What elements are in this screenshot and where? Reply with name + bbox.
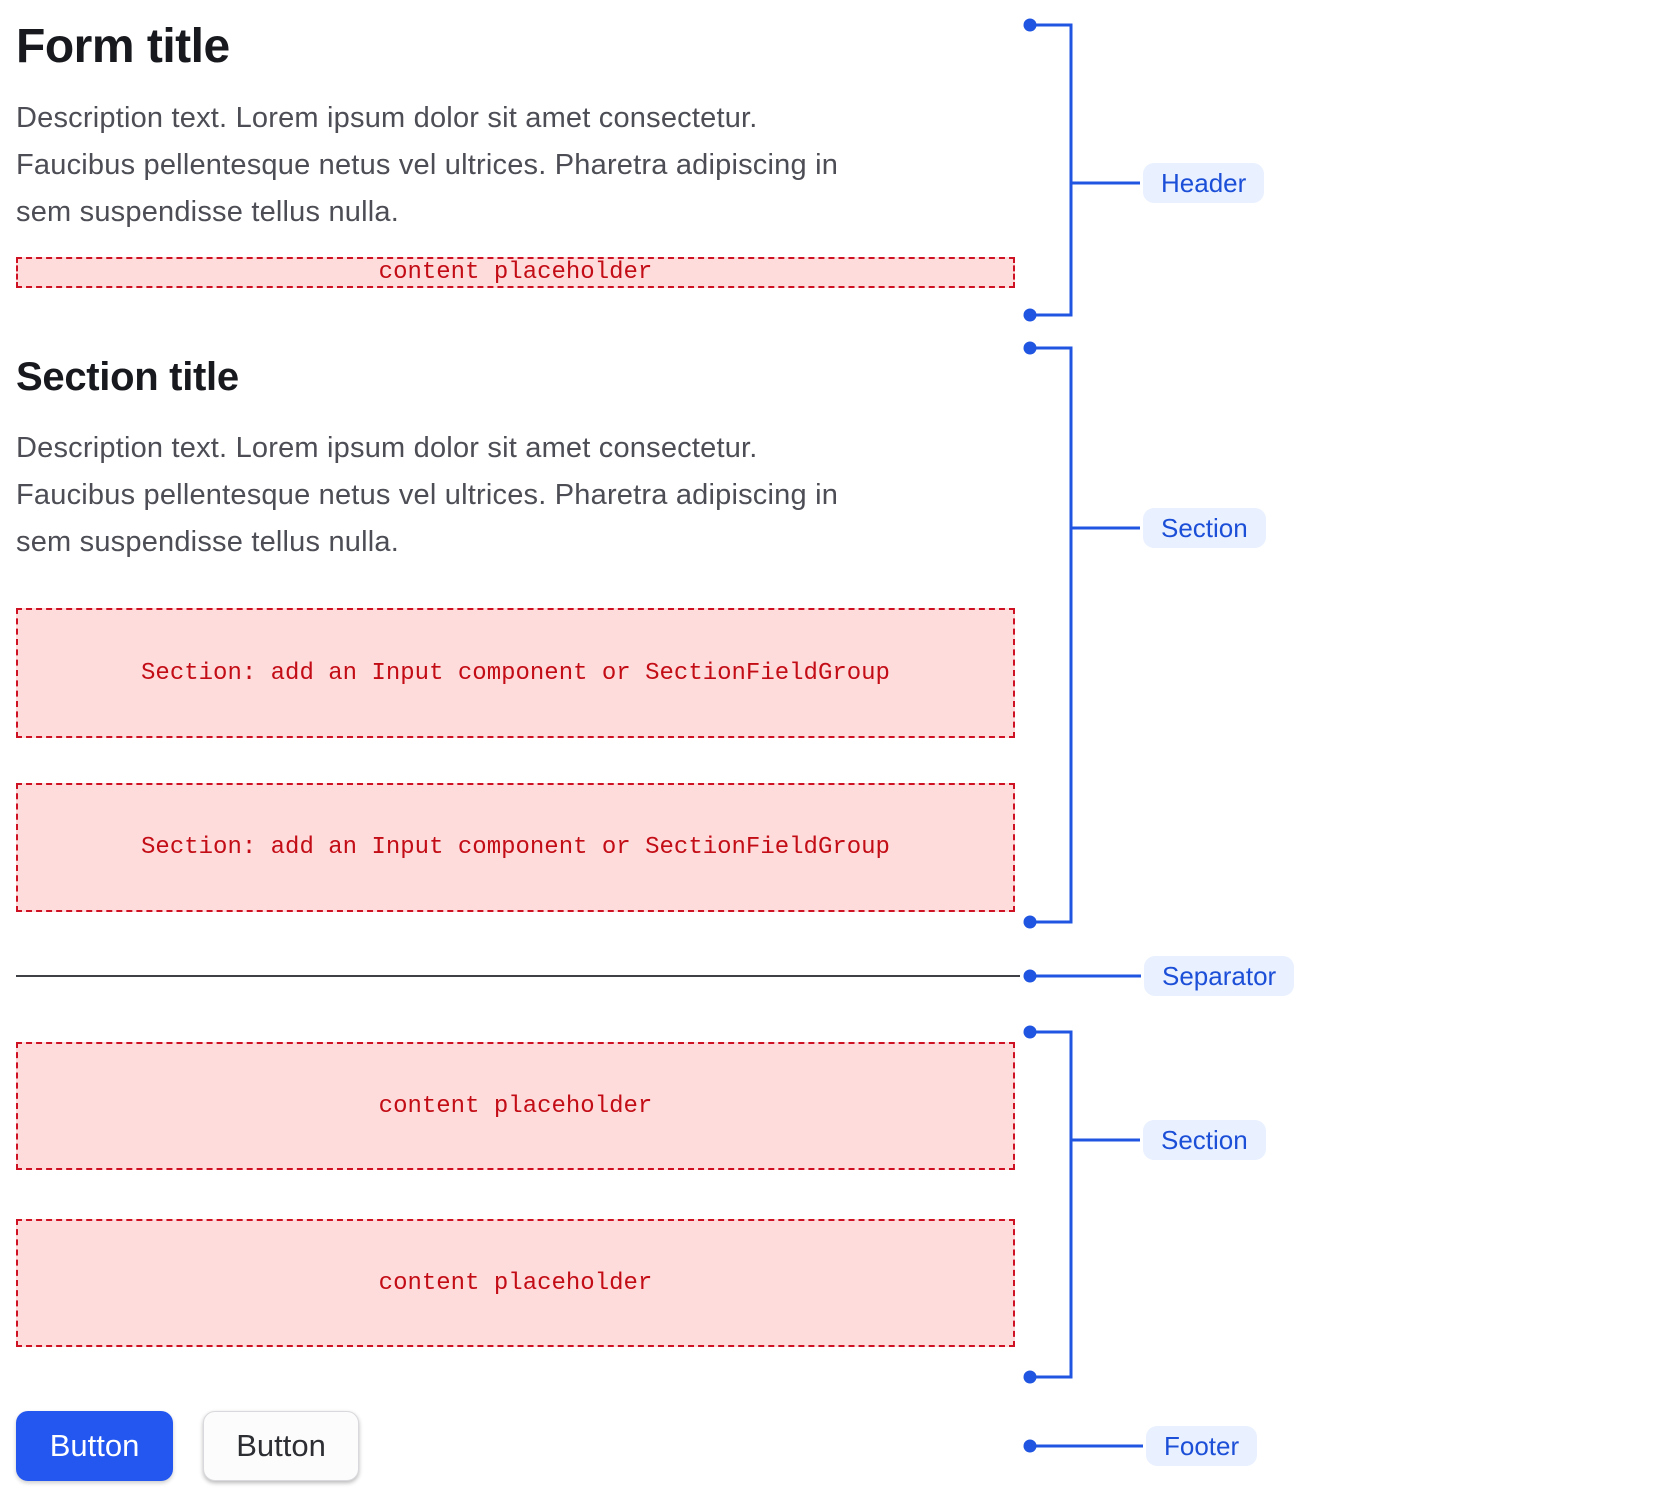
anchor-dot <box>1023 969 1037 983</box>
section2-annotation-label: Section <box>1143 1120 1266 1160</box>
anchor-dot <box>1023 1370 1037 1384</box>
form-description-line: Description text. Lorem ipsum dolor sit … <box>16 102 758 134</box>
section-description-line: sem suspendisse tellus nulla. <box>16 526 399 558</box>
anchor-dot <box>1023 915 1037 929</box>
form-description-line: Faucibus pellentesque netus vel ultrices… <box>16 149 839 181</box>
anchor-dot <box>1023 18 1037 32</box>
footer-annotation-label: Footer <box>1146 1426 1258 1466</box>
secondary-button[interactable]: Button <box>203 1411 359 1481</box>
form-title: Form title <box>16 20 230 73</box>
anchor-dot <box>1023 1439 1037 1453</box>
header-bracket <box>1030 23 1073 317</box>
section-title: Section title <box>16 355 239 399</box>
form-description: Description text. Lorem ipsum dolor sit … <box>16 95 1015 236</box>
section-description-line: Description text. Lorem ipsum dolor sit … <box>16 432 758 464</box>
separator-line <box>16 975 1020 977</box>
section-description: Description text. Lorem ipsum dolor sit … <box>16 425 1015 566</box>
section2-content-placeholder: content placeholder <box>16 1219 1015 1347</box>
section2-content-placeholder: content placeholder <box>16 1042 1015 1170</box>
section-description-line: Faucibus pellentesque netus vel ultrices… <box>16 479 839 511</box>
anchor-dot <box>1023 308 1037 322</box>
form-description-line: sem suspendisse tellus nulla. <box>16 196 399 228</box>
section1-input-slot-placeholder: Section: add an Input component or Secti… <box>16 783 1015 912</box>
header-content-placeholder: content placeholder <box>16 257 1015 288</box>
section1-input-slot-placeholder: Section: add an Input component or Secti… <box>16 608 1015 738</box>
section1-annotation-label: Section <box>1143 508 1266 548</box>
anchor-dot <box>1023 341 1037 355</box>
header-annotation-label: Header <box>1143 163 1265 203</box>
section1-bracket <box>1030 346 1073 924</box>
anchor-dot <box>1023 1025 1037 1039</box>
primary-button[interactable]: Button <box>16 1411 173 1481</box>
section2-bracket <box>1030 1030 1073 1379</box>
separator-annotation-label: Separator <box>1144 956 1295 996</box>
